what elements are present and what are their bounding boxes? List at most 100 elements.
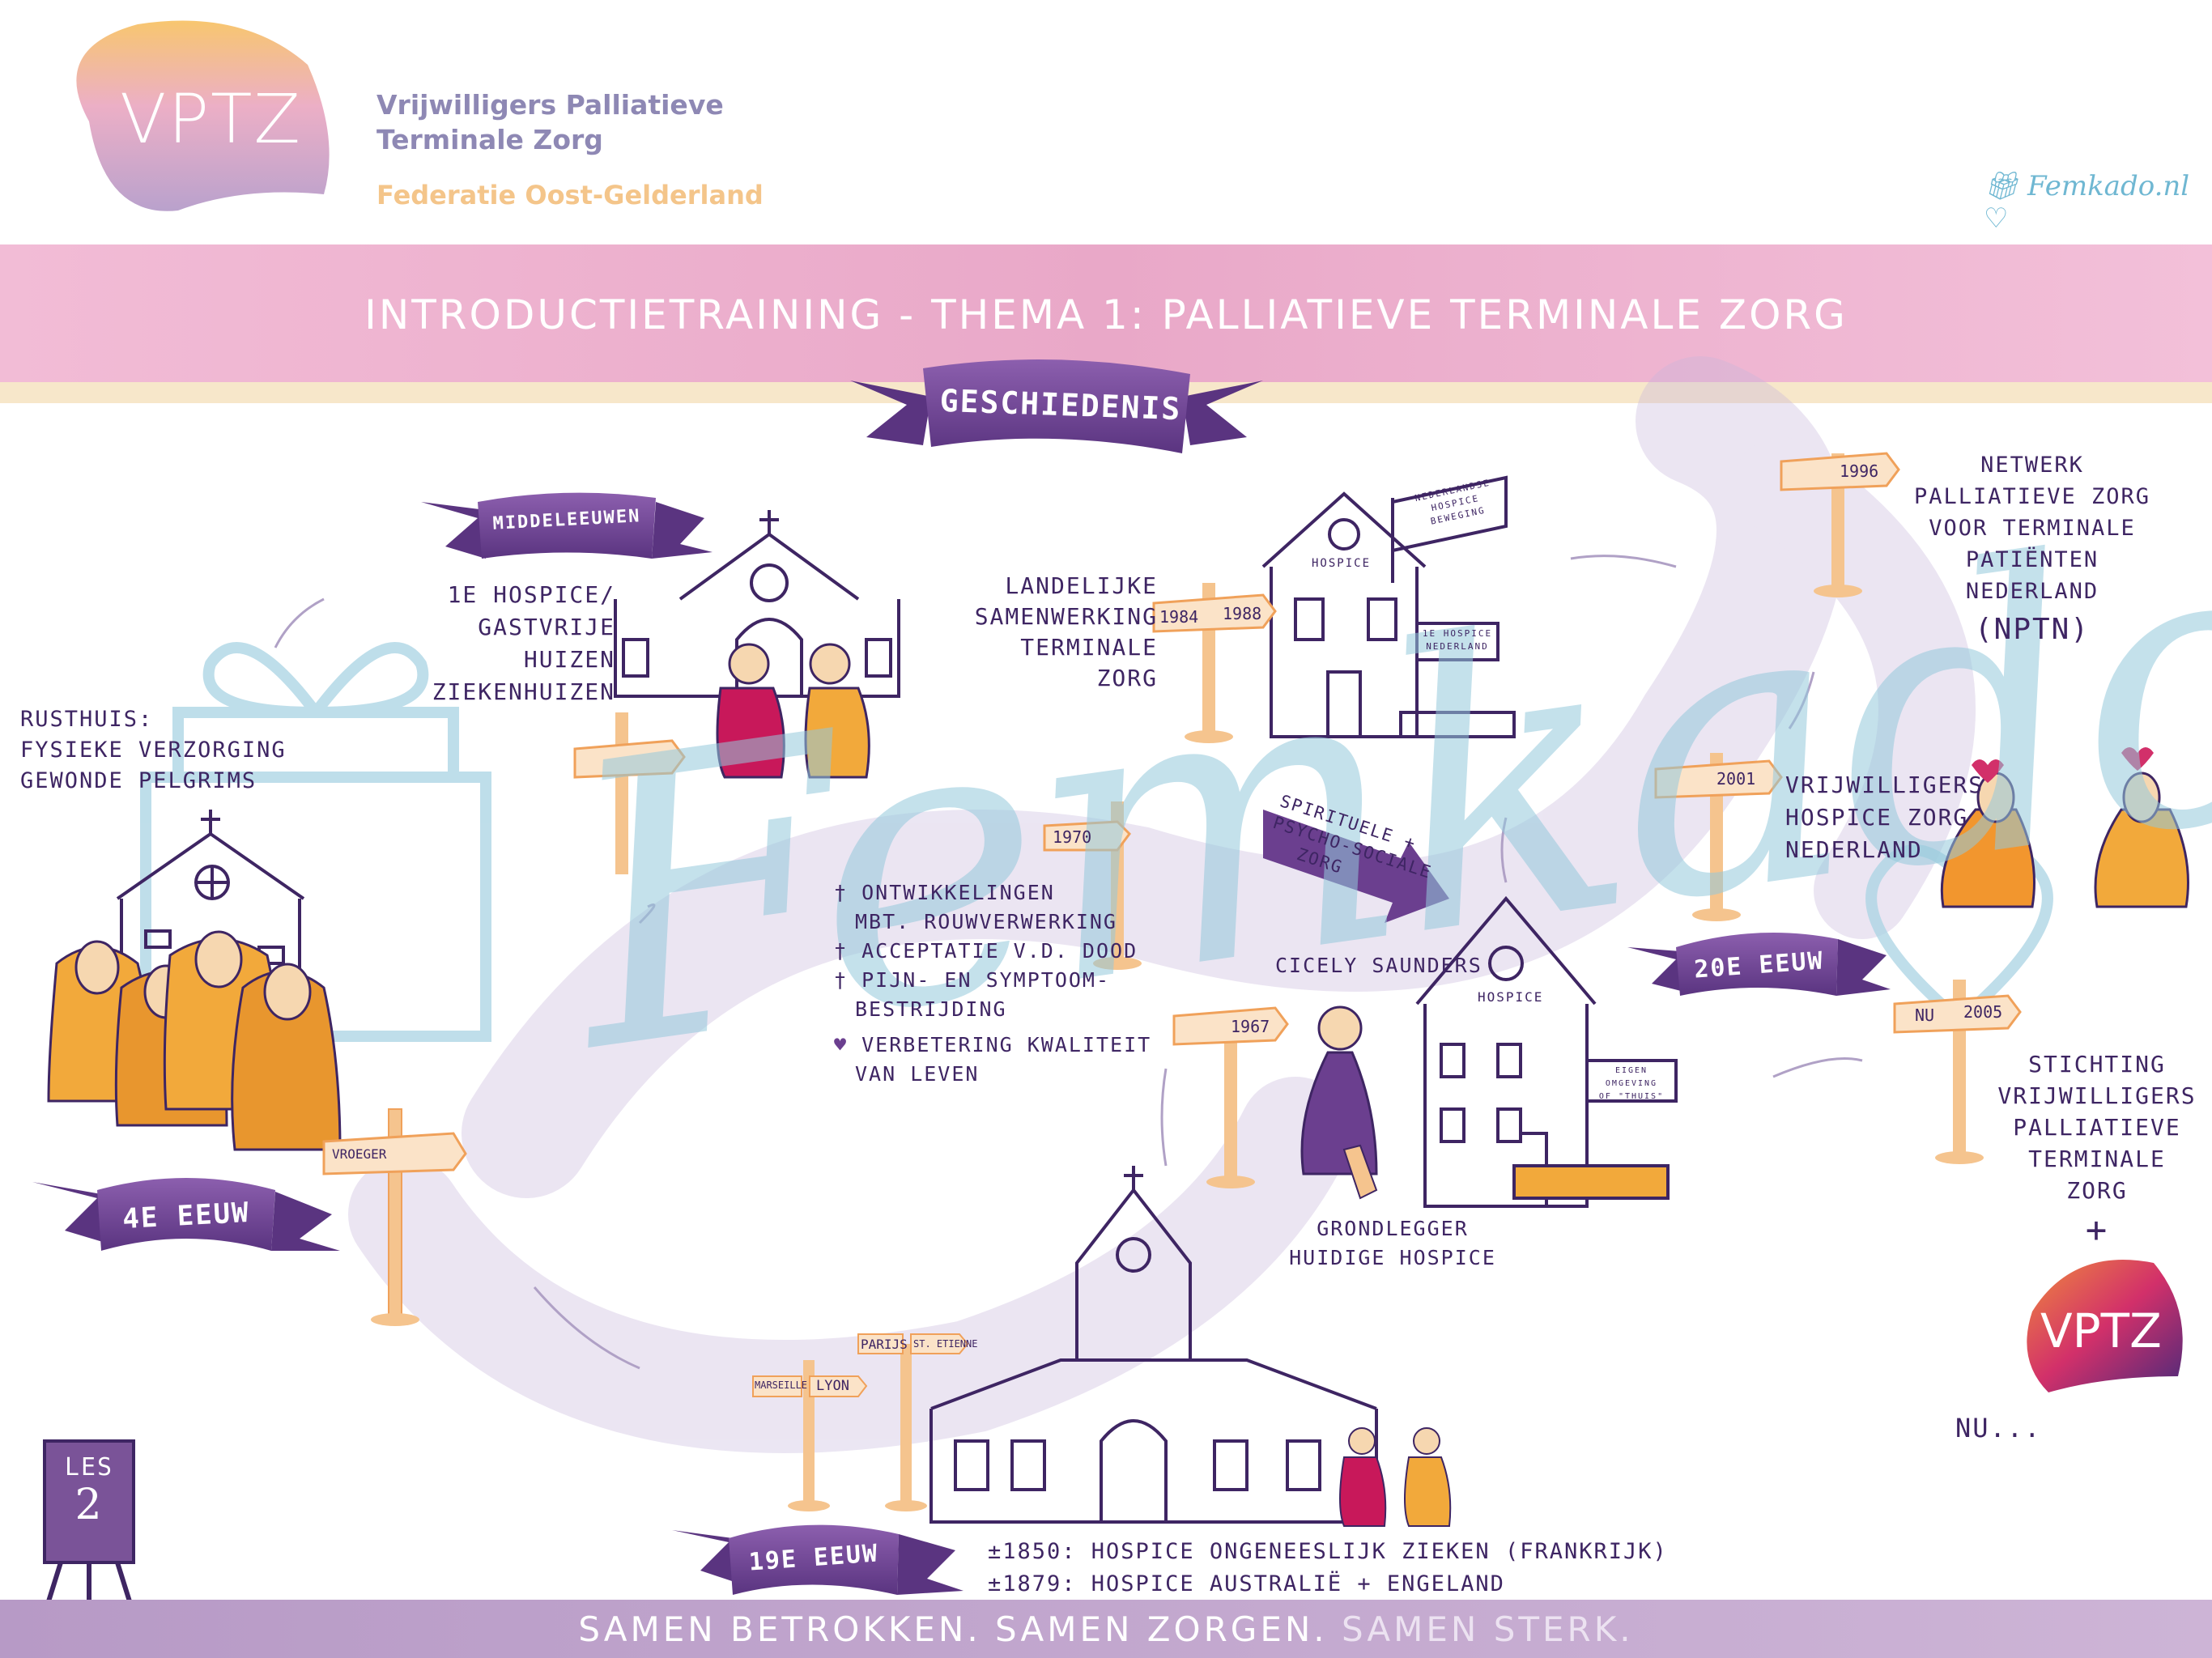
- nptn-line5: (NPTN): [1974, 613, 2091, 646]
- footer-bar: [0, 1600, 2212, 1658]
- rusthuis-line2: FYSIEKE VERZORGING: [20, 738, 287, 763]
- banner-title: INTRODUCTIETRAINING - THEMA 1: PALLIATIE…: [364, 291, 1848, 338]
- sign-2005: 2005: [1963, 1002, 2003, 1022]
- vhzn-text: VRIJWILLIGERS HOSPICE ZORG NEDERLAND: [1785, 769, 1984, 866]
- middeleeuwen-line2: GASTVRIJE HUIZEN: [478, 614, 615, 673]
- nurse-and-patient-figure: [716, 643, 870, 779]
- landelijke-line2: SAMENWERKING: [974, 603, 1158, 630]
- vptz-logo: [76, 20, 330, 211]
- main-ribbon: [850, 359, 1263, 453]
- eigen-omgeving-sign: EIGEN OMGEVING OF "THUIS": [1589, 1065, 1674, 1103]
- grondlegger-line2: HUIDIGE HOSPICE: [1289, 1246, 1496, 1269]
- femkado-link[interactable]: 🎁︎ Femkado.nl ♡: [1984, 170, 2212, 235]
- spiritual-care-arrow: [1263, 810, 1449, 923]
- ontw-item4a: ♥ VERBETERING KWALITEIT: [834, 1033, 1152, 1056]
- sign-nu: NU: [1915, 1005, 1935, 1025]
- vhzn-line1: VRIJWILLIGERS: [1785, 772, 1984, 798]
- sign-1970: 1970: [1053, 827, 1092, 847]
- eigen-line1: EIGEN OMGEVING: [1605, 1066, 1658, 1088]
- landelijke-line1: LANDELIJKE: [1005, 572, 1158, 599]
- sign-parijs: PARIJS: [861, 1337, 908, 1352]
- rusthuis-text: RUSTHUIS: FYSIEKE VERZORGING GEWONDE PEL…: [20, 704, 287, 797]
- signpost-1967: [1172, 1006, 1289, 1188]
- rusthuis-line3: GEWONDE PELGRIMS: [20, 768, 257, 793]
- sign-1996: 1996: [1840, 461, 1879, 481]
- femkado-text: Femkado.nl: [2027, 170, 2190, 202]
- ontw-item1b: MBT. ROUWVERWERKING: [855, 910, 1117, 933]
- stichting-line4: TERMINALE: [2028, 1146, 2166, 1172]
- sign-vroeger: VROEGER: [332, 1146, 387, 1162]
- middeleeuwen-line1: 1e HOSPICE/: [447, 581, 615, 608]
- flow-arrows: [274, 555, 1863, 1370]
- hospice-house-1967: [1415, 895, 1678, 1208]
- signpost-middeleeuwen: [573, 712, 686, 874]
- nurse-and-patient-small: [1339, 1427, 1452, 1527]
- heart-icon: ♡: [1984, 202, 2009, 235]
- stichting-plus: +: [2085, 1209, 2109, 1251]
- cicely-saunders-name: CICELY SAUNDERS: [1275, 954, 1482, 977]
- nptn-text: NETWERK PALLIATIEVE ZORG VOOR TERMINALE …: [1862, 449, 2202, 645]
- nptn-line1: NETWERK: [1980, 453, 2084, 478]
- ribbon-20e-eeuw-shape: [1627, 933, 1891, 996]
- ontw-item3a: † PIJN- EN SYMPTOOM-: [834, 968, 1111, 992]
- stichting-text: STICHTING VRIJWILLIGERS PALLIATIEVE TERM…: [1984, 1048, 2210, 1251]
- negentiende-text: ±1850: HOSPICE ONGENEESLIJK ZIEKEN (FRAN…: [988, 1536, 1668, 1601]
- easel-line2: 2: [74, 1481, 104, 1529]
- eigen-line2: OF "THUIS": [1598, 1092, 1665, 1101]
- sign-lyon: LYON: [816, 1378, 849, 1394]
- hospice-sign-line2: NEDERLAND: [1426, 641, 1489, 652]
- negentiende-line1: ±1850: HOSPICE ONGENEESLIJK ZIEKEN (FRAN…: [988, 1539, 1668, 1564]
- church-19e-eeuw: [929, 1166, 1378, 1524]
- gift-icon: 🎁︎: [1984, 170, 2027, 202]
- title-banner: [0, 244, 2212, 382]
- stichting-line5: ZORG: [2066, 1177, 2128, 1204]
- signpost-vroeger: [322, 1108, 467, 1326]
- hospice-house-1988: [1261, 475, 1516, 738]
- nuns-illustration: [47, 930, 342, 1151]
- stichting-line1: STICHTING: [2028, 1051, 2166, 1078]
- cross-icon: †: [834, 968, 862, 992]
- cross-icon: †: [834, 881, 862, 904]
- ribbon-4e-eeuw-shape: [32, 1178, 340, 1251]
- landelijke-line3: TERMINALE ZORG: [1020, 634, 1158, 691]
- ontw-item3b: BESTRIJDING: [855, 997, 1007, 1021]
- sign-2001: 2001: [1716, 769, 1756, 789]
- ribbon-19e-eeuw-shape: [672, 1524, 963, 1595]
- org-name-line1: Vrijwilligers Palliatieve: [376, 89, 724, 121]
- hospice-sign-line1: 1e HOSPICE: [1422, 628, 1493, 639]
- landelijke-text: LANDELIJKE SAMENWERKING TERMINALE ZORG: [947, 571, 1158, 694]
- footer-slogan: SAMEN BETROKKEN. SAMEN ZORGEN. SAMEN STE…: [0, 1609, 2212, 1649]
- nptn-line2: PALLIATIEVE ZORG: [1913, 484, 2151, 509]
- footer-part1: SAMEN BETROKKEN. SAMEN ZORGEN.: [578, 1609, 1328, 1649]
- vptz-logo-small: [2027, 1260, 2183, 1392]
- hospice-label-1988: HOSPICE: [1312, 557, 1372, 570]
- signpost-1970: [1043, 801, 1142, 970]
- grondlegger-text: GRONDLEGGER HUIDIGE HOSPICE: [1271, 1214, 1514, 1273]
- signpost-frankrijk: [752, 1333, 969, 1511]
- sign-1988: 1988: [1223, 604, 1262, 623]
- ontw-item1a: † ONTWIKKELINGEN: [834, 881, 1055, 904]
- cicely-saunders-figure: [1300, 1005, 1378, 1200]
- signpost-2005: [1893, 980, 2022, 1164]
- middeleeuwen-text: 1e HOSPICE/ GASTVRIJE HUIZEN ZIEKENHUIZE…: [381, 579, 615, 708]
- easel-label: LES 2: [45, 1449, 134, 1529]
- vptz-logo-small-text: VPTZ: [2040, 1303, 2162, 1358]
- stichting-line3: PALLIATIEVE: [2013, 1114, 2181, 1141]
- signpost-1984-1988: [1152, 583, 1277, 743]
- org-federation: Federatie Oost-Gelderland: [376, 180, 764, 210]
- ontw-item4b: VAN LEVEN: [855, 1062, 980, 1086]
- ribbon-middeleeuwen-shape: [421, 492, 713, 559]
- nptn-line3: VOOR TERMINALE PATIËNTEN: [1929, 516, 2136, 572]
- hospice-sign-1988: 1e HOSPICE NEDERLAND: [1419, 627, 1496, 653]
- org-name-line2: Terminale Zorg: [376, 124, 603, 155]
- heart-icon: ♥: [834, 1033, 862, 1056]
- stichting-line2: VRIJWILLIGERS: [1997, 1082, 2197, 1109]
- hospice-label-1967: HOSPICE: [1478, 989, 1544, 1005]
- sign-st-etienne: ST. ETIENNE: [913, 1338, 978, 1350]
- signpost-2001: [1654, 753, 1783, 921]
- middeleeuwen-line3: ZIEKENHUIZEN: [432, 678, 615, 705]
- vhzn-line3: NEDERLAND: [1785, 836, 1923, 863]
- easel-les-2: [38, 1439, 140, 1628]
- sign-1967: 1967: [1231, 1017, 1270, 1036]
